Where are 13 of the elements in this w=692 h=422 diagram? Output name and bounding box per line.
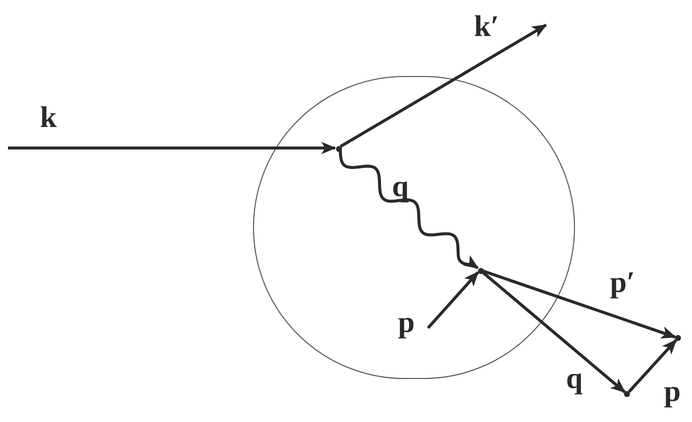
edge-label: k′: [474, 12, 500, 42]
edge-label: k: [40, 103, 57, 133]
edge-label: q: [566, 364, 583, 394]
arrow: [426, 271, 480, 329]
arrow: [628, 339, 678, 393]
wavy-arrow: [338, 150, 479, 270]
edge-label: p′: [610, 268, 636, 298]
edge-label: p: [398, 308, 415, 338]
arrow: [340, 24, 548, 148]
arrow: [481, 270, 626, 394]
arrow: [482, 270, 676, 338]
edge-label: p: [664, 377, 681, 407]
arrow: [8, 142, 336, 154]
